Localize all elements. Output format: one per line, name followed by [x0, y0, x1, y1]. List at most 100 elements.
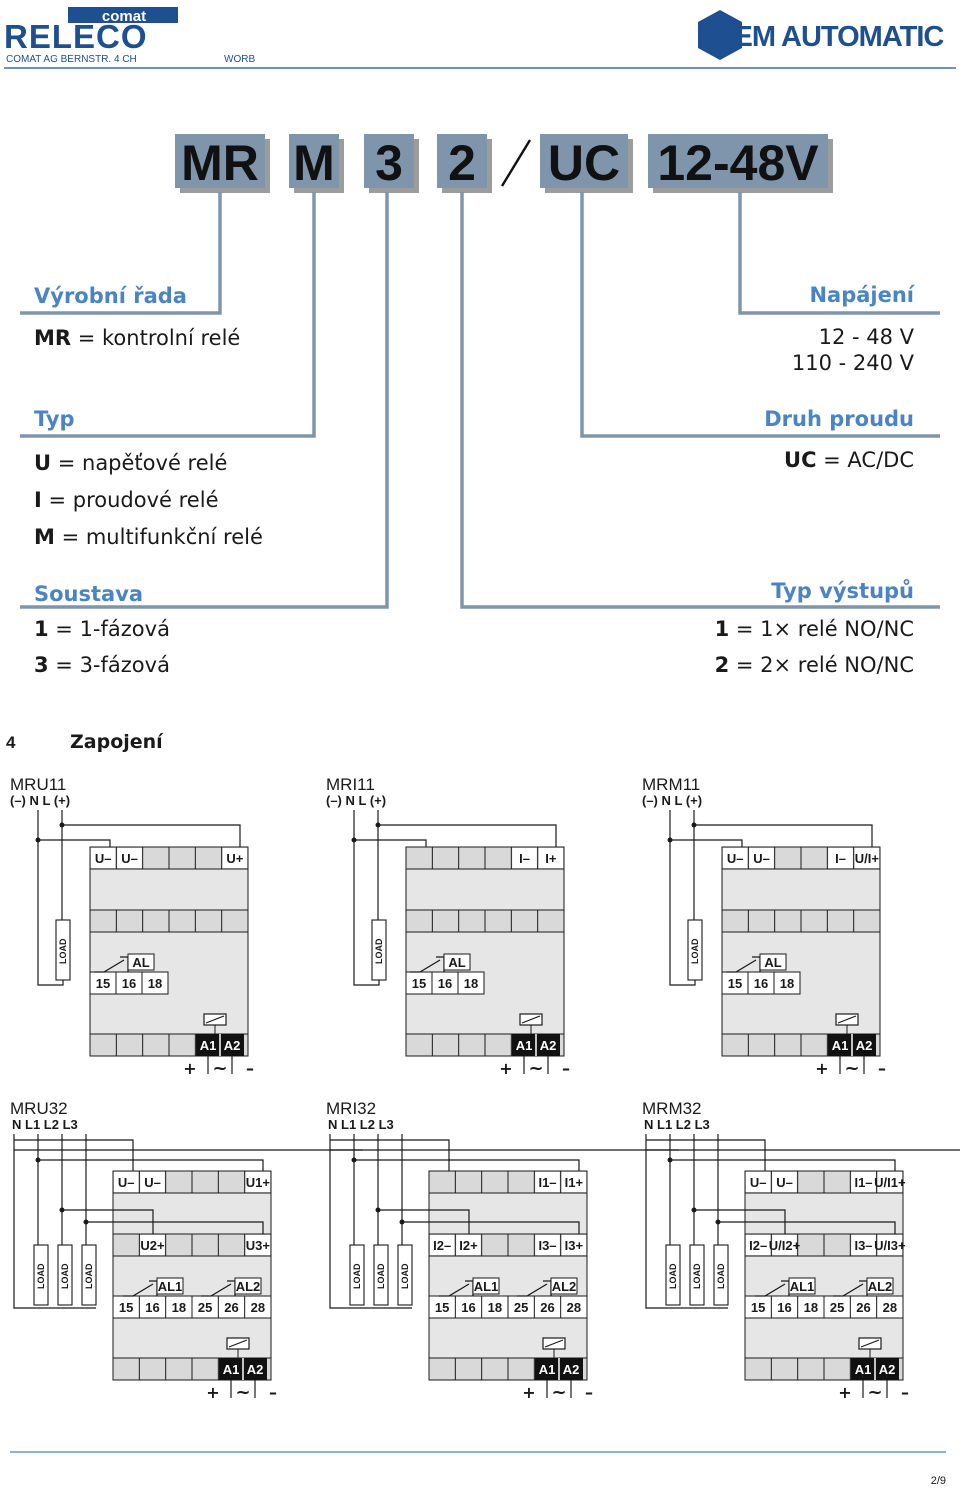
legend-left-title-0: Výrobní řada: [34, 284, 187, 308]
load-label: LOAD: [692, 1263, 702, 1289]
supply-plus: +: [838, 1383, 851, 1402]
supply-minus: –: [878, 1059, 886, 1078]
terminal-label: U–: [144, 1175, 161, 1190]
legend-right-title-2: Typ výstupů: [771, 579, 914, 603]
address: COMAT AG BERNSTR. 4 CH: [6, 54, 137, 65]
code-box-4: 2: [437, 134, 492, 193]
diagram-title: MRU11: [10, 775, 66, 794]
brand-top: comat: [102, 8, 146, 25]
load-label: LOAD: [668, 1263, 678, 1289]
output-terminal: 15: [435, 1300, 449, 1315]
legend-left-row: M = multifunkční relé: [34, 525, 263, 549]
oem-automatic-logo: OEM AUTOMATIC: [698, 10, 945, 60]
legend-right-row: 2 = 2× relé NO/NC: [715, 653, 914, 677]
code-leader-lines: [20, 192, 940, 609]
output-terminal: 26: [224, 1300, 238, 1315]
page-number: 2/9: [931, 1475, 946, 1487]
code-part: 2: [448, 135, 476, 191]
output-terminal: 16: [461, 1300, 475, 1315]
diagram-title: MRM32: [642, 1099, 702, 1118]
legend-left-title-1: Typ: [34, 407, 75, 431]
terminal-label: I3–: [538, 1238, 556, 1253]
output-terminal: 18: [148, 976, 162, 991]
code-box-3: 3: [364, 134, 419, 193]
section-number: 4: [6, 733, 16, 752]
output-terminal: 18: [804, 1300, 818, 1315]
terminal-label: U/I2+: [769, 1238, 801, 1253]
supply-minus: –: [901, 1383, 909, 1402]
legend-right-row: 12 - 48 V: [819, 325, 915, 349]
relay-label: AL2: [552, 1279, 577, 1294]
output-terminal: 25: [198, 1300, 212, 1315]
legend-right-title-0: Napájení: [809, 283, 915, 307]
relay-label: AL1: [790, 1279, 815, 1294]
legend-left-row: U = napěťové relé: [34, 451, 227, 475]
load-label: LOAD: [36, 1263, 46, 1289]
output-terminal: 16: [777, 1300, 791, 1315]
address-right: WORB: [224, 54, 255, 65]
relay-label: AL2: [868, 1279, 893, 1294]
terminal-a2: A2: [540, 1038, 557, 1053]
relay-label: AL: [132, 955, 149, 970]
supply-plus: +: [183, 1059, 196, 1078]
supply-plus: +: [522, 1383, 535, 1402]
code-part: 12-48V: [657, 135, 819, 191]
output-terminal: 28: [883, 1300, 897, 1315]
supply-minus: –: [585, 1383, 593, 1402]
terminal-label: I3+: [565, 1238, 584, 1253]
terminal-a1: A1: [855, 1362, 872, 1377]
supply-plus: +: [206, 1383, 219, 1402]
terminal-a2: A2: [879, 1362, 896, 1377]
load-label: LOAD: [352, 1263, 362, 1289]
section-title: Zapojení: [70, 731, 164, 753]
supply-minus: –: [562, 1059, 570, 1078]
load-label: LOAD: [58, 938, 68, 964]
relay-label: AL: [764, 955, 781, 970]
output-terminal: 25: [830, 1300, 844, 1315]
terminal-label: I–: [835, 851, 846, 866]
brand-main: RELECO: [4, 18, 148, 55]
terminal-label: I2+: [459, 1238, 478, 1253]
header: comat RELECO COMAT AG BERNSTR. 4 CH WORB…: [4, 7, 956, 69]
code-box-1: MR: [175, 134, 270, 193]
supply-tilde: ~: [867, 1382, 882, 1403]
terminal-label: I2–: [433, 1238, 451, 1253]
terminal-label: U1+: [246, 1175, 271, 1190]
terminal-label: U/I3+: [874, 1238, 906, 1253]
load-label: LOAD: [60, 1263, 70, 1289]
load-label: LOAD: [716, 1263, 726, 1289]
output-terminal: 18: [488, 1300, 502, 1315]
terminal-label: I+: [545, 851, 557, 866]
code-part: 3: [375, 135, 403, 191]
load-label: LOAD: [374, 938, 384, 964]
supply-plus: +: [815, 1059, 828, 1078]
legend-left-row: 1 = 1-fázová: [34, 617, 170, 641]
output-terminal: 16: [438, 976, 452, 991]
terminal-label: I2–: [749, 1238, 767, 1253]
code-box-5: UC: [540, 134, 633, 193]
legend-left-title-2: Soustava: [34, 582, 143, 606]
supply-plus: +: [499, 1059, 512, 1078]
output-terminal: 15: [119, 1300, 133, 1315]
oem-logo-text: OEM AUTOMATIC: [712, 21, 944, 53]
wire-labels: N L1 L2 L3: [644, 1117, 710, 1132]
relay-label: AL1: [474, 1279, 499, 1294]
terminal-label: I1–: [854, 1175, 872, 1190]
terminal-a1: A1: [516, 1038, 533, 1053]
terminal-label: U–: [776, 1175, 793, 1190]
terminal-a1: A1: [223, 1362, 240, 1377]
diagram-title: MRI32: [326, 1099, 376, 1118]
terminal-label: U–: [118, 1175, 135, 1190]
terminal-label: U3+: [246, 1238, 271, 1253]
code-box-2: M: [289, 134, 344, 193]
legend-left-row: I = proudové relé: [34, 488, 218, 512]
output-terminal: 28: [567, 1300, 581, 1315]
terminal-a1: A1: [200, 1038, 217, 1053]
supply-tilde: ~: [551, 1382, 566, 1403]
